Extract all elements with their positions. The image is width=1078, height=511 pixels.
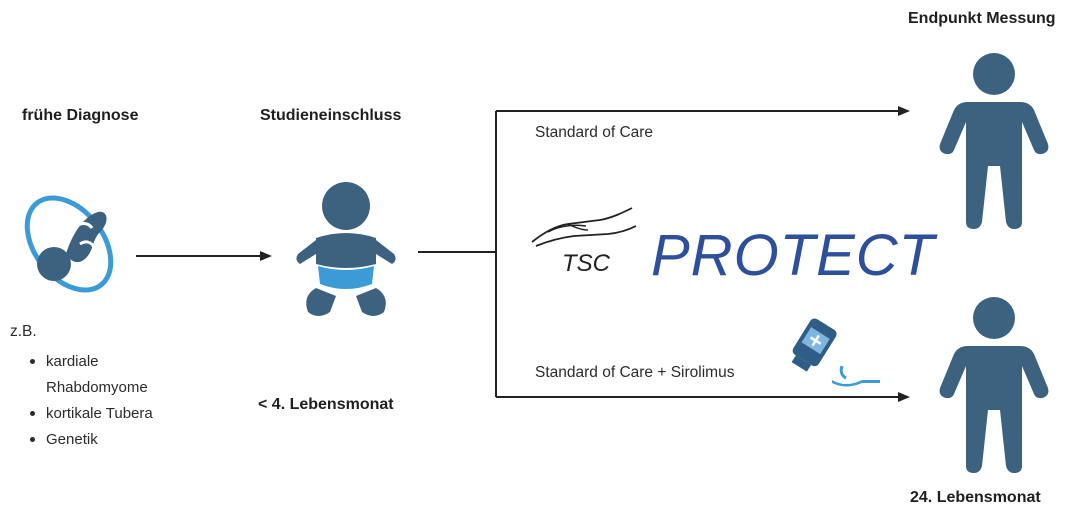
person-icon-treatment <box>939 297 1049 473</box>
protect-logo-text: PROTECT <box>651 223 936 288</box>
early-diagnosis-heading: frühe Diagnose <box>22 107 139 124</box>
randomization-arrows <box>418 106 910 402</box>
person-icon-control <box>939 53 1049 229</box>
treatment-arm-label: Standard of Care + Sirolimus <box>535 364 735 381</box>
example-item: Genetik <box>28 427 153 453</box>
examples-intro: z.B. <box>10 323 37 340</box>
example-item: kortikale Tubera <box>28 401 153 427</box>
example-item: kardiale <box>28 349 153 375</box>
study-inclusion-heading: Studieneinschluss <box>260 107 402 124</box>
diagnosis-to-inclusion-arrow <box>136 251 272 261</box>
inclusion-timepoint: < 4. Lebensmonat <box>258 396 394 413</box>
fetus-icon <box>24 195 114 293</box>
baby-icon <box>296 182 396 316</box>
control-arm-label: Standard of Care <box>535 124 654 141</box>
example-item-continued: Rhabdomyome <box>46 379 148 396</box>
hand-logo-icon <box>531 207 637 247</box>
endpoint-heading: Endpunkt Messung <box>908 10 1056 27</box>
examples-list: kardiale Rhabdomyome kortikale Tubera Ge… <box>28 349 153 453</box>
endpoint-timepoint: 24. Lebensmonat <box>910 489 1041 506</box>
tsc-logo-text: TSC <box>562 250 610 277</box>
medicine-bottle-icon <box>791 318 880 387</box>
